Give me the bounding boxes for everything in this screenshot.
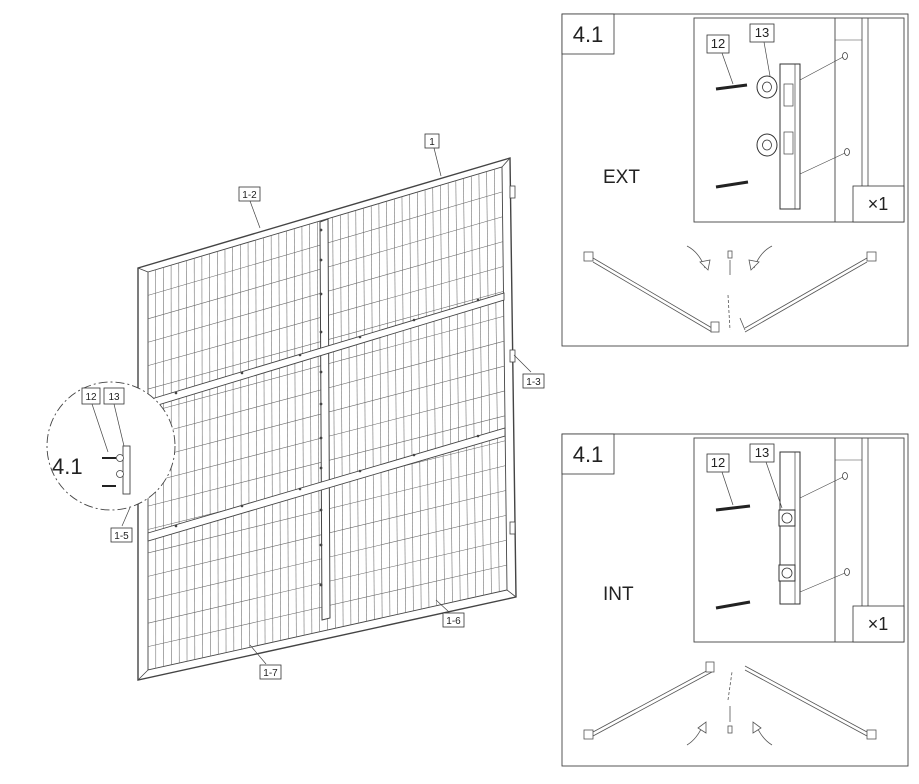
mesh-vertical-wire xyxy=(333,217,336,628)
mesh-vertical-wire xyxy=(279,233,281,640)
mesh-vertical-wire xyxy=(210,254,211,656)
mesh-vertical-wire xyxy=(487,172,492,594)
svg-text:×1: ×1 xyxy=(868,194,889,214)
callout-panel: 1 xyxy=(425,134,439,148)
detail-bubble: 4.1 12 13 xyxy=(47,382,175,510)
mesh-vertical-wire xyxy=(440,185,444,604)
mesh-vertical-wire xyxy=(194,258,195,659)
svg-text:12: 12 xyxy=(711,455,725,470)
mesh-vertical-wire xyxy=(240,245,241,650)
svg-text:13: 13 xyxy=(108,392,120,403)
mesh-vertical-wire xyxy=(379,204,382,618)
mesh-vertical-wire xyxy=(371,206,374,620)
mesh-vertical-wire xyxy=(363,208,366,621)
svg-text:4.1: 4.1 xyxy=(573,442,604,467)
mesh-vertical-wire xyxy=(394,199,397,614)
mesh-vertical-wire xyxy=(456,181,460,601)
mesh-vertical-wire xyxy=(310,224,312,633)
detail-panel-ext: 4.1 EXT 12 13 ×1 xyxy=(562,14,908,346)
svg-text:1: 1 xyxy=(429,137,435,148)
callout-bottom-left: 1-7 xyxy=(260,665,281,679)
mesh-vertical-wire xyxy=(464,178,468,598)
callout-bottom-right: 1-6 xyxy=(443,613,464,627)
mesh-vertical-wire xyxy=(425,190,429,608)
mesh-vertical-wire xyxy=(433,188,437,606)
mesh-vertical-wire xyxy=(186,261,187,662)
mesh-vertical-wire xyxy=(387,201,390,616)
mesh-vertical-wire xyxy=(410,194,414,610)
callout-right-post: 1-3 xyxy=(523,374,544,388)
mesh-vertical-wire xyxy=(294,229,296,637)
mesh-vertical-wire xyxy=(471,176,476,597)
mesh-vertical-wire xyxy=(340,215,343,627)
mesh-vertical-wire xyxy=(494,169,499,591)
svg-text:1-5: 1-5 xyxy=(114,531,129,542)
fence-panel xyxy=(138,158,516,680)
mesh-vertical-wire xyxy=(248,242,249,647)
mesh-vertical-wire xyxy=(233,247,234,651)
svg-text:INT: INT xyxy=(603,584,634,605)
mesh-vertical-wire xyxy=(217,251,218,654)
mesh-vertical-wire xyxy=(479,174,484,595)
svg-text:1-7: 1-7 xyxy=(263,668,278,679)
mesh-vertical-wire xyxy=(402,197,406,613)
svg-text:12: 12 xyxy=(85,392,97,403)
svg-text:13: 13 xyxy=(755,25,769,40)
callout-top-rail: 1-2 xyxy=(239,187,260,201)
mesh-vertical-wire xyxy=(417,192,421,609)
svg-text:13: 13 xyxy=(755,445,769,460)
mesh-vertical-wire xyxy=(202,256,203,658)
center-post xyxy=(320,219,330,620)
mesh-vertical-wire xyxy=(271,235,273,642)
svg-text:4.1: 4.1 xyxy=(573,22,604,47)
mesh-vertical-wire xyxy=(287,231,289,639)
svg-text:12: 12 xyxy=(711,36,725,51)
mesh-vertical-wire xyxy=(356,210,359,623)
svg-text:1-2: 1-2 xyxy=(242,190,257,201)
svg-text:1-6: 1-6 xyxy=(446,616,461,627)
svg-text:EXT: EXT xyxy=(603,167,640,188)
svg-text:×1: ×1 xyxy=(868,614,889,634)
svg-text:4.1: 4.1 xyxy=(52,454,83,479)
mesh-vertical-wire xyxy=(263,238,265,644)
mesh-vertical-wire xyxy=(302,226,304,635)
detail-panel-int: 4.1 INT 12 13 ×1 xyxy=(562,434,908,766)
mesh-vertical-wire xyxy=(348,213,351,625)
svg-text:1-3: 1-3 xyxy=(526,377,541,388)
mesh-vertical-wire xyxy=(256,240,258,646)
callout-left-post: 1-5 xyxy=(111,528,132,542)
mesh-vertical-wire xyxy=(448,183,452,602)
mesh-vertical-wire xyxy=(317,222,319,632)
mesh-vertical-wire xyxy=(225,249,226,652)
